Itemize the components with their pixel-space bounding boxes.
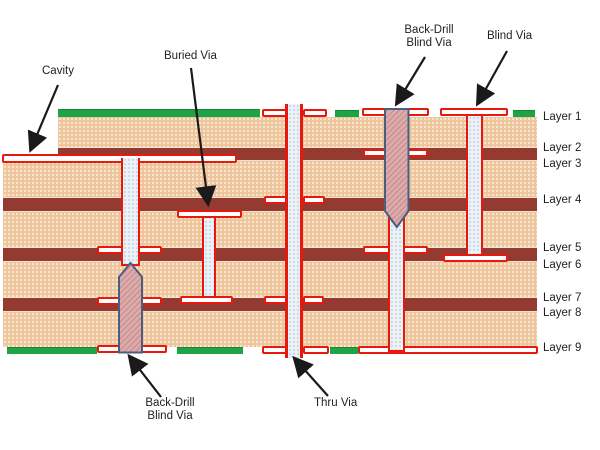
buried-via-top-pad bbox=[177, 210, 242, 218]
thru-via-pad-l9-right bbox=[303, 346, 329, 354]
blind-via-arrow bbox=[475, 50, 508, 107]
thru-via-arrow bbox=[292, 355, 329, 397]
blind-via-bottom-pad bbox=[443, 254, 508, 262]
dielectric-1-right bbox=[303, 117, 537, 147]
cavity-label: Cavity bbox=[42, 65, 74, 77]
backdrill-top-label-line1: Back-Drill bbox=[404, 24, 454, 36]
solder-mask-bottom-right bbox=[330, 347, 358, 354]
cavity-arrow bbox=[27, 84, 60, 153]
backdrill-top-arrow bbox=[394, 56, 426, 107]
layer-label-3: Layer 3 bbox=[543, 158, 582, 170]
solder-mask-top-right-2 bbox=[513, 110, 535, 117]
layer-label-7: Layer 7 bbox=[543, 292, 582, 304]
dielectric-1-left bbox=[58, 117, 285, 147]
solder-mask-top-right-1 bbox=[335, 110, 359, 117]
backdrill-bottom-label: Back-Drill Blind Via bbox=[138, 397, 202, 423]
backdrill-left-pad-l9 bbox=[97, 345, 167, 353]
buried-via-bottom-pad bbox=[180, 296, 233, 304]
thru-via-barrel bbox=[285, 104, 303, 358]
backdrill-bottom-label-line2: Blind Via bbox=[147, 410, 193, 422]
copper-plane-l4-left bbox=[3, 197, 285, 212]
dielectric-4-right bbox=[303, 262, 537, 297]
layer-label-1: Layer 1 bbox=[543, 111, 582, 123]
solder-mask-bottom-left-2 bbox=[177, 347, 243, 354]
cavity-floor-pad bbox=[2, 154, 237, 163]
bottom-trace-right bbox=[358, 346, 538, 354]
backdrill-bottom-label-line1: Back-Drill bbox=[145, 397, 195, 409]
thru-via-pad-l4-right bbox=[303, 196, 325, 204]
thru-via-label: Thru Via bbox=[314, 397, 358, 409]
backdrill-top-label-line2: Blind Via bbox=[406, 37, 452, 49]
dielectric-3-left bbox=[3, 212, 285, 247]
dielectric-2-right bbox=[303, 161, 537, 197]
layer-label-9: Layer 9 bbox=[543, 342, 582, 354]
solder-mask-top-left bbox=[58, 109, 260, 117]
dielectric-5-right bbox=[303, 312, 537, 347]
buried-via-barrel bbox=[202, 214, 216, 302]
copper-plane-l7-l8-right bbox=[303, 297, 537, 312]
layer-label-6: Layer 6 bbox=[543, 259, 582, 271]
dielectric-4-left bbox=[3, 262, 285, 297]
dielectric-5-left bbox=[3, 312, 285, 347]
layer-label-2: Layer 2 bbox=[543, 142, 582, 154]
layer-label-8: Layer 8 bbox=[543, 307, 582, 319]
backdrill-right-plated-barrel bbox=[388, 210, 405, 352]
blind-via-barrel bbox=[466, 112, 483, 258]
backdrill-left-pad-l7 bbox=[97, 297, 162, 305]
solder-mask-bottom-left-1 bbox=[7, 347, 97, 354]
buried-via-label: Buried Via bbox=[164, 50, 217, 62]
thru-via-pad-l1-right bbox=[303, 109, 327, 117]
backdrill-right-top-pad bbox=[362, 108, 429, 116]
backdrill-top-label: Back-Drill Blind Via bbox=[397, 24, 461, 50]
blind-via-label: Blind Via bbox=[487, 30, 533, 42]
dielectric-2-left bbox=[3, 161, 285, 197]
backdrill-left-plated-barrel bbox=[121, 158, 140, 266]
backdrill-right-pad-l2 bbox=[363, 149, 428, 157]
backdrill-bottom-arrow bbox=[127, 353, 162, 398]
dielectric-3-right bbox=[303, 212, 537, 247]
layer-label-4: Layer 4 bbox=[543, 194, 582, 206]
layer-label-5: Layer 5 bbox=[543, 242, 582, 254]
thru-via-pad-l7-right bbox=[303, 296, 324, 304]
copper-plane-l4-right bbox=[303, 197, 537, 212]
blind-via-top-pad bbox=[440, 108, 508, 116]
